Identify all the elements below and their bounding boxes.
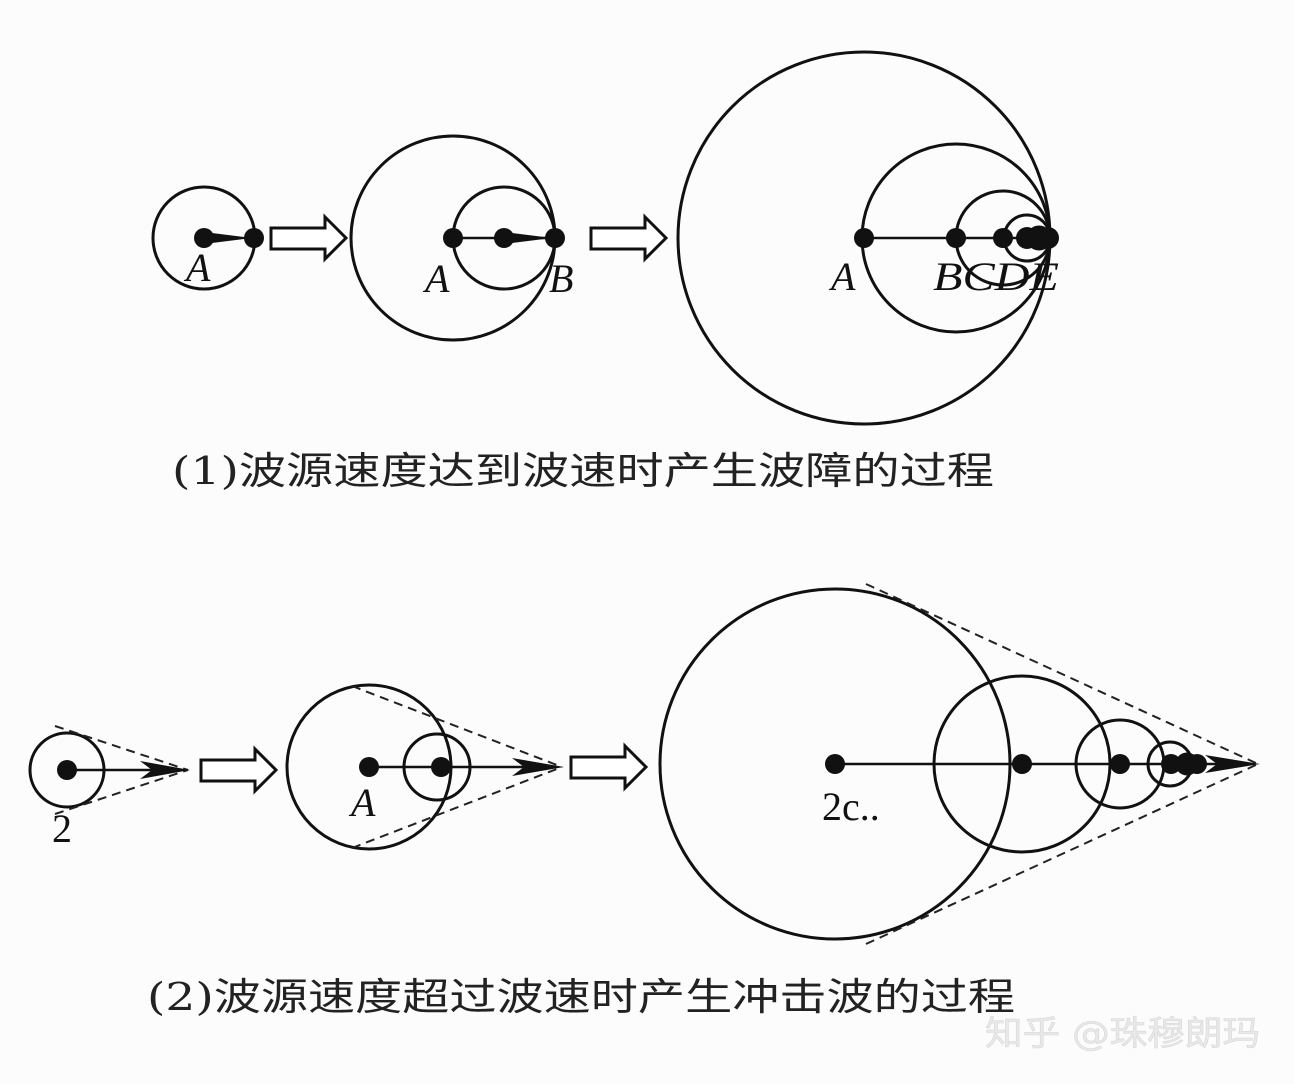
- source-point: [545, 228, 565, 248]
- part1-stage3: A BCDE: [676, 50, 1059, 426]
- point-label-b: B: [549, 256, 573, 301]
- mach-cone-line: [865, 763, 1259, 945]
- source-point: [244, 228, 264, 248]
- point-label-a: A: [828, 254, 856, 299]
- mach-cone-line: [54, 725, 189, 771]
- flow-arrow: [569, 742, 649, 792]
- mach-cone-line: [351, 766, 563, 849]
- stage-label: 2: [52, 806, 72, 851]
- source-point: [194, 228, 214, 248]
- velocity-wedge: [504, 232, 552, 244]
- part2-stage3: 2c..: [658, 583, 1260, 945]
- source-point: [431, 757, 451, 777]
- flow-arrow: [269, 213, 349, 263]
- source-point: [1161, 754, 1181, 774]
- source-point: [1110, 754, 1130, 774]
- source-point: [946, 228, 966, 248]
- mach-cone-line: [865, 583, 1259, 765]
- velocity-arrowhead: [1205, 755, 1260, 773]
- part2-stage2: A: [285, 683, 564, 851]
- source-point: [443, 228, 463, 248]
- source-point: [494, 228, 514, 248]
- flow-arrow: [589, 213, 669, 263]
- source-point: [57, 760, 77, 780]
- source-point: [854, 228, 874, 248]
- part1-stage2: A B: [349, 134, 573, 342]
- point-label-a: A: [183, 245, 211, 290]
- source-point: [1187, 754, 1207, 774]
- flow-arrow: [199, 745, 279, 795]
- source-point: [1012, 754, 1032, 774]
- part1-caption: (1)波源速度达到波速时产生波障的过程: [172, 449, 994, 493]
- mach-cone-line: [54, 769, 189, 815]
- velocity-wedge: [204, 232, 252, 244]
- velocity-arrowhead: [512, 758, 564, 776]
- stage-label: 2c..: [822, 784, 880, 829]
- part2-caption: (2)波源速度超过波速时产生冲击波的过程: [147, 975, 1015, 1019]
- part2-stage1: 2: [28, 725, 190, 851]
- mach-cone-line: [351, 685, 563, 768]
- part1-stage1: A: [151, 185, 264, 291]
- point-label-bcde: BCDE: [933, 254, 1059, 299]
- watermark-text: 知乎 @珠穆朗玛: [985, 1014, 1260, 1054]
- source-point: [825, 754, 845, 774]
- point-label-a: A: [422, 256, 450, 301]
- source-point: [359, 757, 379, 777]
- velocity-arrowhead: [140, 761, 190, 779]
- source-point: [1037, 227, 1059, 249]
- point-label-a: A: [348, 780, 376, 825]
- part1-diagram: A A B: [151, 50, 1059, 493]
- source-point: [993, 228, 1013, 248]
- part2-diagram: 2 A: [28, 583, 1260, 1019]
